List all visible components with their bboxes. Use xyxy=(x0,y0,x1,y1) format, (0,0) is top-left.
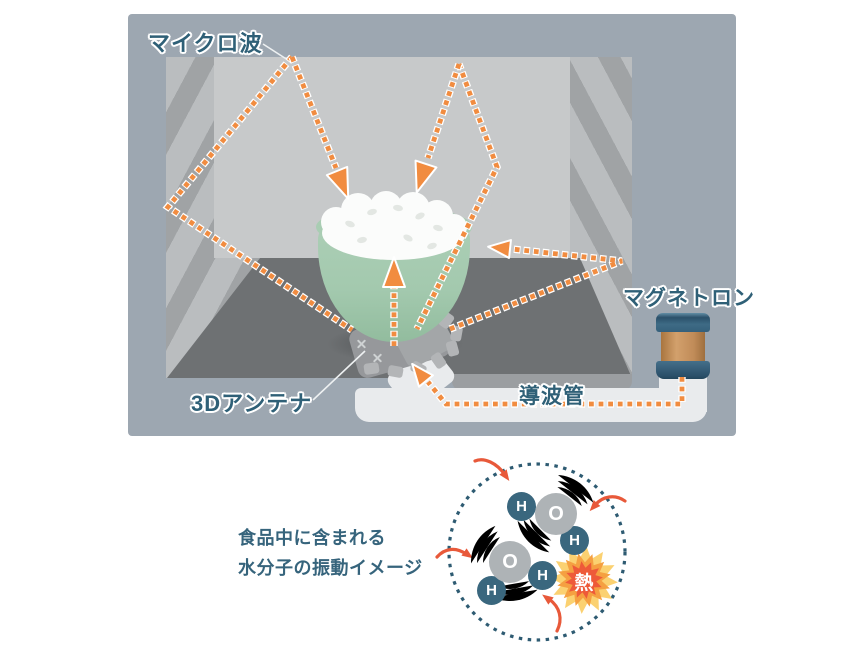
microwave-ray-center-arrow xyxy=(428,64,459,158)
antenna-label-pointer-line xyxy=(312,350,366,401)
heat-label: 熱 xyxy=(574,573,594,594)
magnetron-bottom-cap xyxy=(656,361,710,379)
label-pointer-lines xyxy=(262,43,366,401)
caption-line-2: 水分子の振動イメージ xyxy=(238,558,423,578)
oxygen-atom: O xyxy=(489,541,531,583)
hydrogen-atom: H xyxy=(507,492,536,521)
impact-arrow-icon xyxy=(593,495,627,507)
microwave-ray-left xyxy=(168,57,352,330)
arrowhead-icon xyxy=(325,165,360,204)
microwave-ray-center xyxy=(417,64,497,329)
arrowhead-icon xyxy=(486,236,512,259)
oven-front-lip xyxy=(452,374,632,391)
magnetron-body xyxy=(661,332,705,361)
impact-arrow-icon xyxy=(435,547,468,559)
caption-line-1: 食品中に含まれる xyxy=(238,528,386,548)
magnetron-top-cap xyxy=(656,313,710,332)
impact-arrows xyxy=(435,458,627,633)
microwave-label: マイクロ波 xyxy=(148,31,263,56)
hydrogen-atom: H xyxy=(528,561,557,590)
magnetron-label: マグネトロン xyxy=(623,287,755,310)
oxygen-atom: O xyxy=(535,493,577,535)
waveguide-label: 導波管 xyxy=(519,385,585,408)
microwave-rays xyxy=(168,57,682,404)
arrowhead-icon xyxy=(405,159,438,197)
arrowhead-icon xyxy=(382,256,406,288)
impact-arrow-icon xyxy=(547,597,562,633)
hydrogen-atom: H xyxy=(560,526,589,555)
microwave-ray-right-reflect xyxy=(450,249,622,329)
microwave-ray-left-arrow xyxy=(292,57,336,168)
antenna-label: 3Dアンテナ xyxy=(191,391,313,416)
rice-mound xyxy=(322,206,466,260)
